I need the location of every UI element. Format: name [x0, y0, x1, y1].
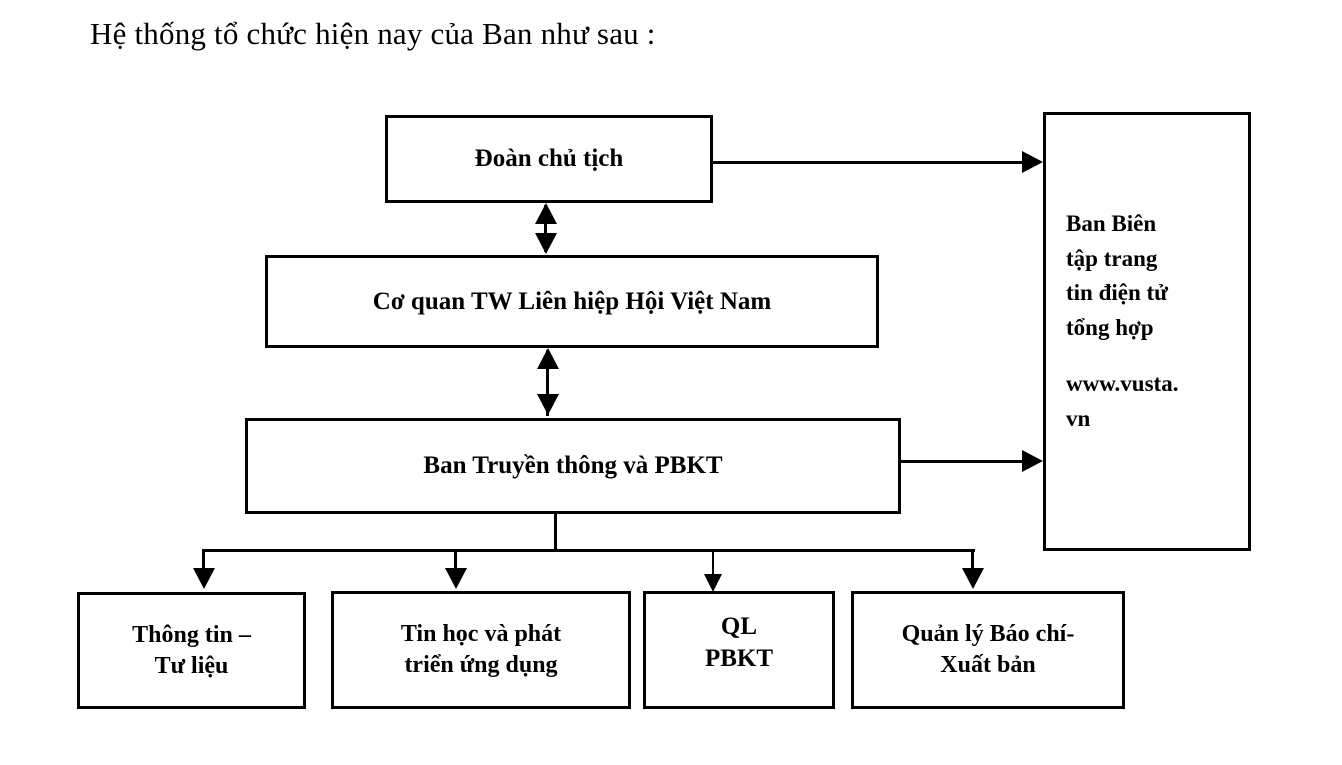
edge-bus-to-press-pub-arrowhead: [962, 568, 984, 589]
node-info-documents-label: Thông tin – Tư liệu: [132, 621, 251, 679]
edge-bus-to-ql-pbkt-arrowhead: [704, 574, 722, 592]
edge-comm-to-editorial-line: [900, 460, 1024, 463]
edge-comm-bus-stem: [554, 514, 557, 552]
node-editorial-board[interactable]: Ban Biên tập trang tin điện tử tổng hợp …: [1043, 112, 1251, 551]
node-editorial-board-line-2: tập trang: [1066, 245, 1158, 271]
edge-bus-to-info-docs-stem: [202, 549, 205, 573]
node-press-publishing[interactable]: Quản lý Báo chí- Xuất bản: [851, 591, 1125, 709]
node-ql-pbkt[interactable]: QL PBKT: [643, 591, 835, 709]
edge-comm-bus-horizontal: [203, 549, 975, 552]
node-communication-department-label: Ban Truyền thông và PBKT: [423, 452, 723, 479]
node-communication-department[interactable]: Ban Truyền thông và PBKT: [245, 418, 901, 514]
edge-presidium-central-arrowhead-up: [535, 203, 557, 224]
edge-bus-to-ql-pbkt-stem: [712, 551, 714, 581]
node-editorial-board-line-1: Ban Biên: [1066, 211, 1157, 236]
edge-comm-to-editorial-arrowhead: [1022, 450, 1043, 472]
edge-central-comm-arrowhead-up: [537, 348, 559, 369]
node-editorial-board-url-line-2: vn: [1066, 405, 1091, 431]
node-editorial-board-line-3: tin điện tử: [1066, 280, 1168, 305]
node-central-agency[interactable]: Cơ quan TW Liên hiệp Hội Việt Nam: [265, 255, 879, 348]
edge-bus-to-it-dev-arrowhead: [445, 568, 467, 589]
edge-central-comm-line: [546, 350, 549, 416]
node-central-agency-label: Cơ quan TW Liên hiệp Hội Việt Nam: [372, 287, 772, 315]
edge-bus-to-press-pub-stem: [971, 549, 974, 573]
edge-bus-to-it-dev-stem: [454, 549, 457, 573]
node-it-development-label: Tin học và phát triển ứng dụng: [400, 621, 562, 678]
edge-presidium-to-editorial-arrowhead: [1022, 151, 1043, 173]
node-editorial-board-spacer: [1066, 345, 1228, 367]
node-editorial-board-line-4: tổng hợp: [1066, 314, 1154, 340]
page-title: Hệ thống tổ chức hiện nay của Ban như sa…: [90, 16, 656, 51]
node-presidium[interactable]: Đoàn chủ tịch: [385, 115, 713, 203]
node-presidium-label: Đoàn chủ tịch: [474, 145, 624, 172]
edge-presidium-to-editorial-line: [713, 161, 1024, 164]
edge-central-comm-arrowhead-down: [537, 394, 559, 415]
node-editorial-board-url-line-1: www.vusta.: [1066, 371, 1179, 396]
node-ql-pbkt-label: QL PBKT: [704, 613, 774, 672]
node-press-publishing-label: Quản lý Báo chí- Xuất bản: [901, 621, 1075, 678]
edge-presidium-central-arrowhead-down: [535, 233, 557, 254]
edge-presidium-central-line: [544, 205, 547, 252]
edge-bus-to-info-docs-arrowhead: [193, 568, 215, 589]
node-it-development[interactable]: Tin học và phát triển ứng dụng: [331, 591, 631, 709]
node-info-documents[interactable]: Thông tin – Tư liệu: [77, 592, 306, 709]
